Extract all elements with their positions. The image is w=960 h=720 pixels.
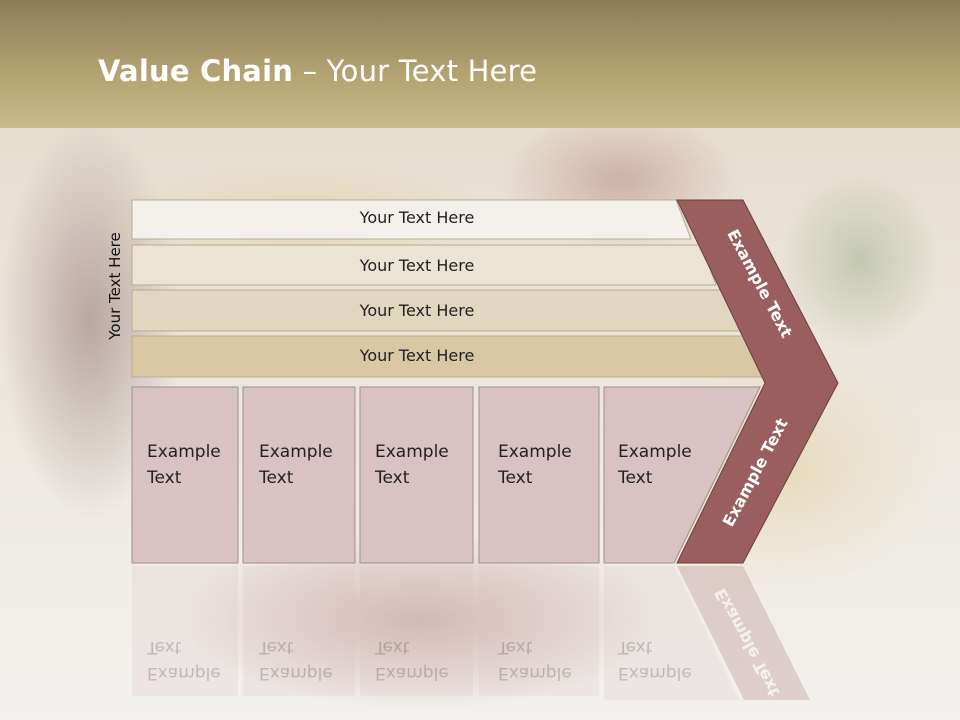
- row-label-4: Your Text Here: [359, 346, 475, 365]
- support-row-2: [131, 244, 717, 286]
- cell-reflection-2-line-1: Example: [259, 663, 333, 683]
- primary-cell-5: [603, 386, 761, 564]
- cell-5-line-1: Example: [618, 442, 692, 462]
- cell-reflection-1: Example Text: [147, 634, 221, 686]
- cell-2-line-2: Text: [259, 468, 294, 488]
- cell-4-line-2: Text: [498, 468, 533, 488]
- cell-reflection-2: Example Text: [259, 634, 333, 686]
- cell-5-line-2: Text: [618, 468, 653, 488]
- support-row-1: [131, 199, 692, 240]
- cell-reflection-5-line-2: Text: [618, 637, 653, 657]
- header-band: [0, 0, 960, 128]
- cell-reflection-5-line-1: Example: [618, 663, 692, 683]
- row-label-3: Your Text Here: [359, 301, 475, 320]
- cell-3-line-2: Text: [375, 468, 410, 488]
- row-label-1: Your Text Here: [359, 208, 475, 227]
- cell-1-line-1: Example: [147, 442, 221, 462]
- cell-reflection-3-line-2: Text: [375, 637, 410, 657]
- primary-cell-3: [359, 386, 474, 564]
- cell-reflection-3-line-1: Example: [375, 663, 449, 683]
- cell-reflection-5: Example Text: [618, 634, 692, 686]
- cell-3-line-1: Example: [375, 442, 449, 462]
- cell-reflection-4-line-2: Text: [498, 637, 533, 657]
- primary-cell-2: [242, 386, 356, 564]
- cell-4-line-1: Example: [498, 442, 572, 462]
- primary-cell-1: [131, 386, 239, 564]
- cell-reflection-1-line-2: Text: [147, 637, 182, 657]
- cell-2-line-1: Example: [259, 442, 333, 462]
- cell-reflection-4-line-1: Example: [498, 663, 572, 683]
- row-label-2: Your Text Here: [359, 256, 475, 275]
- slide-title: Value Chain – Your Text Here: [98, 54, 537, 88]
- cell-reflection-2-line-2: Text: [259, 637, 294, 657]
- cell-1-line-2: Text: [147, 468, 182, 488]
- cell-reflection-1-line-1: Example: [147, 663, 221, 683]
- title-rest: – Your Text Here: [293, 54, 538, 88]
- cell-reflection-3: Example Text: [375, 634, 449, 686]
- cell-reflection-4: Example Text: [498, 634, 572, 686]
- primary-cell-4: [478, 386, 600, 564]
- diagram-reflection: Example Text: [132, 566, 810, 700]
- chevron-arrow: [676, 199, 839, 564]
- title-bold: Value Chain: [98, 54, 294, 88]
